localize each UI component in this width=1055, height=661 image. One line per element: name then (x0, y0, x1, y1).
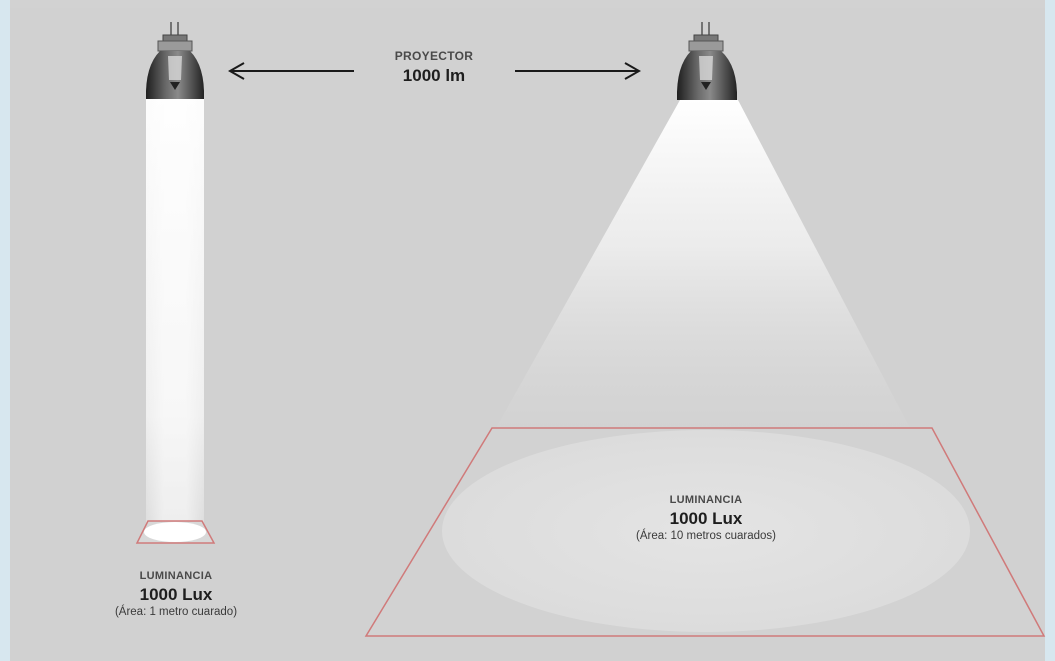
left-area-note: (Área: 1 metro cuarado) (114, 606, 238, 618)
right-projector-lamp-icon (676, 22, 738, 100)
right-luminance-title: LUMINANCIA (669, 494, 743, 506)
right-area-note: (Área: 10 metros cuarados) (636, 530, 776, 542)
left-luminance-caption: LUMINANCIA 1000 Lux (Área: 1 metro cuara… (96, 570, 256, 618)
left-illuminated-area (135, 520, 216, 544)
right-arrow-icon (515, 62, 642, 80)
projector-lumens: 1000 lm (402, 66, 466, 85)
left-light-beam (146, 98, 204, 523)
right-illuminated-area (364, 427, 1046, 637)
right-light-cone (496, 100, 910, 428)
left-luminance-value: 1000 Lux (139, 585, 213, 604)
projector-label: PROYECTOR 1000 lm (354, 49, 514, 86)
left-projector-lamp-icon (145, 22, 205, 99)
right-luminance-caption: LUMINANCIA 1000 Lux (Área: 10 metros cua… (606, 494, 806, 542)
left-arrow-icon (227, 62, 354, 80)
right-luminance-value: 1000 Lux (669, 509, 743, 528)
left-luminance-title: LUMINANCIA (139, 570, 213, 582)
projector-title: PROYECTOR (394, 49, 474, 63)
